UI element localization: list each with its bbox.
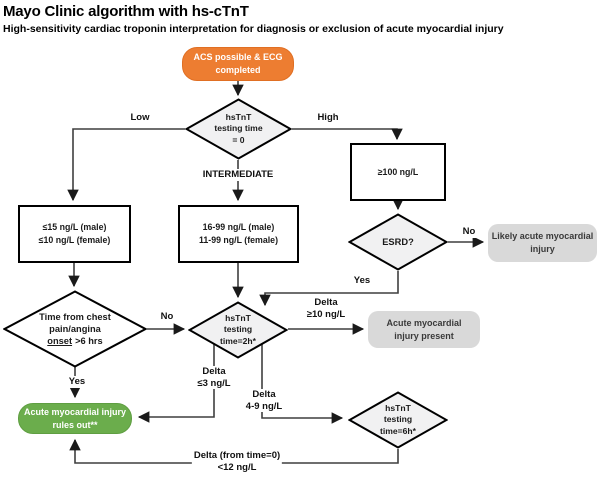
decision-t6h: hsTnT testing time=6h* xyxy=(348,391,448,449)
decision-esrd: ESRD? xyxy=(348,213,448,271)
edge-label-delta-from0-line2: <12 ng/L xyxy=(217,461,257,473)
injury-present-line1: Acute myocardial xyxy=(386,317,462,328)
decision-chest-line2: pain/angina xyxy=(49,323,101,334)
edge-label-intermediate: INTERMEDIATE xyxy=(200,169,276,181)
decision-chest-pain: Time from chest pain/angina onset>6 hrs xyxy=(3,290,147,368)
start-node: ACS possible & ECG completed xyxy=(182,47,294,81)
decision-chest-line3: onset>6 hrs xyxy=(47,335,102,347)
likely-injury-node: Likely acute myocardial injury xyxy=(488,224,597,262)
edge-label-delta-ge10: Delta ≥10 ng/L xyxy=(304,297,348,321)
ge100-node: ≥100 ng/L xyxy=(350,143,446,201)
decision-esrd-line1: ESRD? xyxy=(382,236,414,247)
onset-rest: >6 hrs xyxy=(75,336,103,347)
connector-low xyxy=(67,128,185,202)
edge-label-chest-yes: Yes xyxy=(66,376,88,388)
ruled-out-node: Acute myocardial injury rules out** xyxy=(18,403,132,434)
edge-label-delta-le3: Delta ≤3 ng/L xyxy=(195,366,233,390)
ge100-node-line1: ≥100 ng/L xyxy=(377,166,419,177)
edge-label-delta-ge10-line1: Delta xyxy=(314,297,338,308)
low-cutoff-node: ≤15 ng/L (male) ≤10 ng/L (female) xyxy=(18,205,131,263)
edge-label-chest-no: No xyxy=(158,311,176,323)
intermediate-range-line2: 11-99 ng/L (female) xyxy=(198,235,279,245)
likely-injury-line2: injury xyxy=(530,244,555,254)
page-subtitle: High-sensitivity cardiac troponin interp… xyxy=(3,23,504,35)
connector-esrd-yes xyxy=(259,271,399,307)
onset-underlined: onset xyxy=(47,336,73,347)
decision-time0-line3: = 0 xyxy=(232,134,245,145)
low-cutoff-line1: ≤15 ng/L (male) xyxy=(42,222,107,233)
decision-t2h-line2: testing xyxy=(223,324,253,335)
decision-t6h-line3: time=6h* xyxy=(379,425,417,436)
intermediate-range-line1: 16-99 ng/L (male) xyxy=(202,222,275,233)
ruled-out-line2: rules out** xyxy=(52,419,98,430)
low-cutoff-line2: ≤10 ng/L (female) xyxy=(38,235,111,245)
edge-label-delta-4-9: Delta 4-9 ng/L xyxy=(243,389,285,413)
edge-label-delta-le3-line1: Delta xyxy=(202,366,226,377)
injury-present-line2: injury present xyxy=(394,330,454,341)
intermediate-range-node: 16-99 ng/L (male) 11-99 ng/L (female) xyxy=(178,205,299,263)
edge-label-delta-ge10-line2: ≥10 ng/L xyxy=(306,308,346,320)
edge-label-delta-from0: Delta (from time=0) <12 ng/L xyxy=(191,450,283,474)
edge-label-high: High xyxy=(315,112,341,124)
start-node-line1: ACS possible & ECG xyxy=(193,52,283,63)
edge-label-delta-le3-line2: ≤3 ng/L xyxy=(197,377,231,389)
edge-label-delta-4-9-line2: 4-9 ng/L xyxy=(245,400,283,412)
decision-t2h-line3: time=2h* xyxy=(219,335,257,346)
page-title: Mayo Clinic algorithm with hs-cTnT xyxy=(3,3,249,20)
decision-chest-line1: Time from chest xyxy=(39,311,111,322)
ruled-out-line1: Acute myocardial injury xyxy=(23,406,127,417)
decision-t6h-line2: testing xyxy=(383,414,413,425)
decision-time0-line1: hsTnT xyxy=(225,112,252,123)
likely-injury-line1: Likely acute myocardial xyxy=(491,231,594,242)
decision-time0: hsTnT testing time = 0 xyxy=(185,98,292,160)
edge-label-esrd-yes: Yes xyxy=(351,275,373,287)
decision-t6h-line1: hsTnT xyxy=(385,403,411,414)
edge-label-delta-4-9-line1: Delta xyxy=(252,389,276,400)
edge-label-delta-from0-line1: Delta (from time=0) xyxy=(193,450,281,461)
edge-label-low: Low xyxy=(128,112,152,124)
decision-t2h: hsTnT testing time=2h* xyxy=(188,301,288,359)
start-node-line2: completed xyxy=(215,65,261,75)
connector-delta-4-9 xyxy=(261,344,344,424)
edge-label-esrd-no: No xyxy=(460,226,478,238)
decision-time0-line2: testing time xyxy=(214,123,263,134)
decision-t2h-line1: hsTnT xyxy=(225,313,251,324)
injury-present-node: Acute myocardial injury present xyxy=(368,311,480,348)
connector-high xyxy=(292,128,403,141)
